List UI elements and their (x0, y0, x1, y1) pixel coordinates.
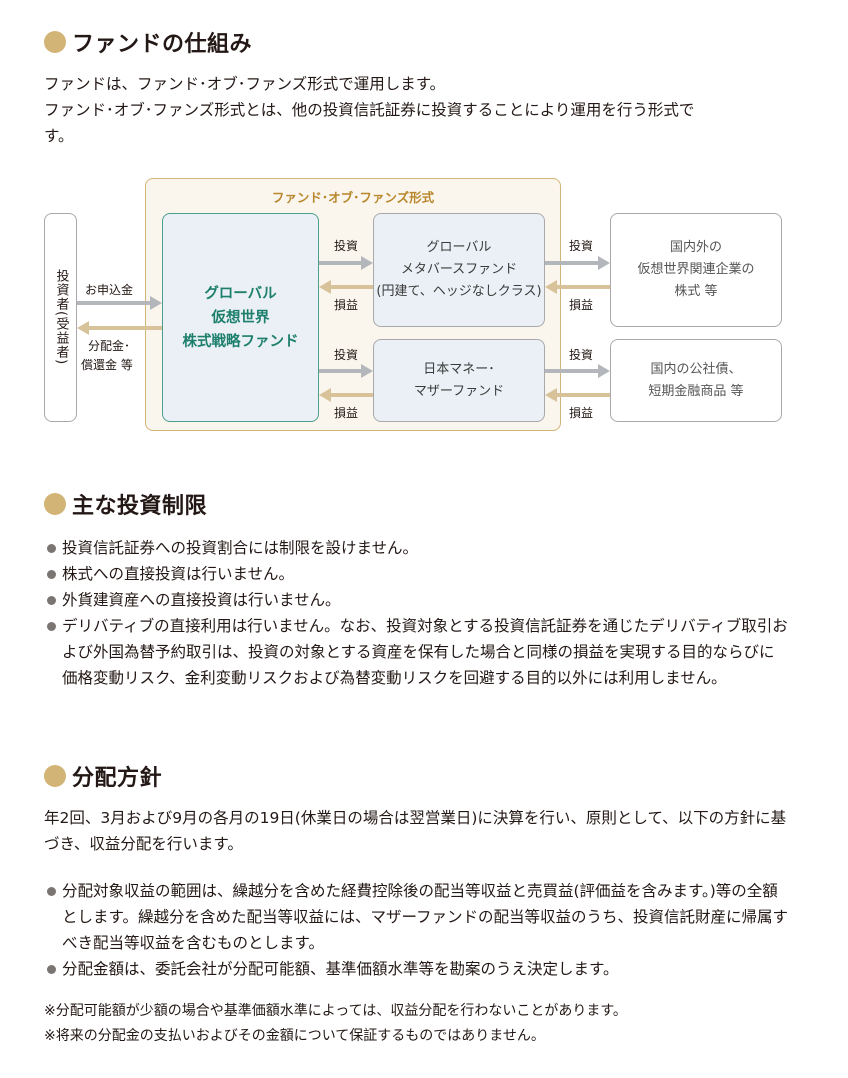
label-profit-target1: 損益 (569, 298, 594, 312)
bullet-dot-icon (47, 544, 56, 553)
label-payout-2: 償還金 等 (81, 358, 133, 372)
bullet-dot-icon (47, 622, 56, 631)
list-item: 外貨建資産への直接投資は行いません。 (44, 587, 789, 613)
profit-arrow-target2 (545, 388, 610, 402)
heading-investment-restrictions: 主な投資制限 (44, 488, 207, 520)
investor-box: 投資者(受益者) (44, 213, 77, 422)
label-invest-target1: 投資 (569, 239, 594, 253)
money-mother-fund-box: 日本マネー･ マザーファンド (373, 339, 545, 422)
list-item: デリバティブの直接利用は行いません。なお、投資対象とする投資信託証券を通じたデリ… (44, 613, 789, 691)
distribution-intro: 年2回、3月および9月の各月の19日(休業日の場合は翌営業日)に決算を行い、原則… (44, 809, 787, 853)
restrictions-list: 投資信託証券への投資割合には制限を設けません。 株式への直接投資は行いません。 … (44, 535, 789, 691)
label-invest-target2: 投資 (569, 348, 594, 362)
label-payout-1: 分配金･ (88, 339, 131, 353)
distribution-notes: ※分配可能額が少額の場合や基準価額水準によっては、収益分配を行わないことがありま… (44, 1003, 627, 1044)
distribution-list: 分配対象収益の範囲は、繰越分を含めた経費控除後の配当等収益と売買益(評価益を含み… (44, 878, 789, 982)
profit-arrow-meta (319, 280, 373, 294)
payout-arrow (77, 321, 162, 335)
heading-distribution-policy: 分配方針 (44, 760, 162, 792)
target-bonds-box: 国内の公社債、 短期金融商品 等 (610, 339, 782, 422)
invest-arrow-target1 (545, 256, 610, 270)
bullet-dot-icon (47, 570, 56, 579)
bullet-circle-icon (44, 493, 66, 515)
metaverse-fund-box: グローバル メタバースファンド (円建て、ヘッジなしクラス) (373, 213, 545, 327)
flow-arrows (77, 256, 610, 402)
profit-arrow-money (319, 388, 373, 402)
invest-arrow-target2 (545, 364, 610, 378)
bullet-dot-icon (47, 596, 56, 605)
global-fund-box: グローバル 仮想世界 株式戦略ファンド (162, 213, 319, 422)
list-item: 株式への直接投資は行いません。 (44, 561, 789, 587)
fof-label: ファンド･オブ･ファンズ形式 (271, 190, 435, 205)
profit-arrow-target1 (545, 280, 610, 294)
label-invest-money: 投資 (334, 348, 359, 362)
bullet-circle-icon (44, 765, 66, 787)
label-profit-money: 損益 (334, 406, 359, 420)
label-subscription: お申込金 (85, 283, 134, 297)
list-item: 投資信託証券への投資割合には制限を設けません。 (44, 535, 789, 561)
label-profit-target2: 損益 (569, 406, 594, 420)
bullet-dot-icon (47, 887, 56, 896)
bullet-dot-icon (47, 965, 56, 974)
invest-arrow-meta (319, 256, 373, 270)
subscription-arrow (77, 296, 162, 310)
fund-structure-diagram: ファンド･オブ･ファンズ形式 投資者(受益者) グローバル 仮想世界 株式戦略フ… (0, 0, 848, 450)
structure-description: ファンドは、ファンド･オブ･ファンズ形式で運用します。 ファンド･オブ･ファンズ… (44, 75, 695, 145)
label-invest-meta: 投資 (334, 239, 359, 253)
list-item: 分配金額は、委託会社が分配可能額、基準価額水準等を勘案のうえ決定します。 (44, 956, 789, 982)
heading-fund-structure: ファンドの仕組み (44, 26, 252, 58)
target-equities-box: 国内外の 仮想世界関連企業の 株式 等 (610, 213, 782, 327)
label-profit-meta: 損益 (334, 298, 359, 312)
list-item: 分配対象収益の範囲は、繰越分を含めた経費控除後の配当等収益と売買益(評価益を含み… (44, 878, 789, 956)
bullet-circle-icon (44, 31, 66, 53)
invest-arrow-money (319, 364, 373, 378)
